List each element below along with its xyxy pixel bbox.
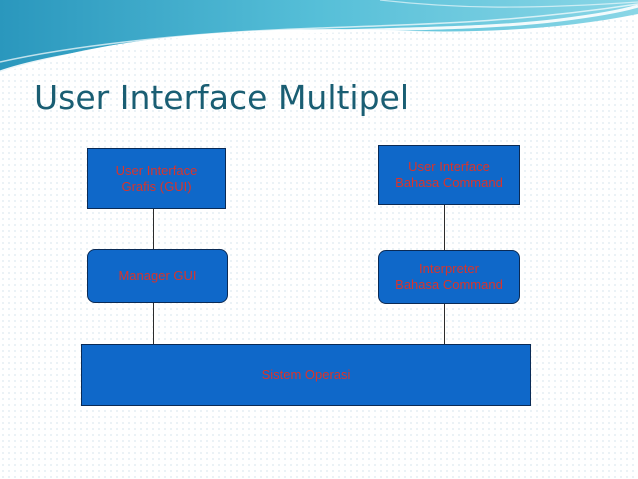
node-manager: Manager GUI	[87, 249, 228, 303]
node-interpreter: Interpreter Bahasa Command	[378, 250, 520, 304]
node-os-label: Sistem Operasi	[261, 367, 351, 382]
node-manager-label: Manager GUI	[118, 268, 197, 283]
connector-interpreter-os	[444, 303, 445, 344]
node-os: Sistem Operasi	[81, 344, 531, 406]
node-gui-label: User Interface Grafis (GUI)	[115, 162, 198, 194]
connector-manager-os	[153, 302, 154, 344]
node-command: User Interface Bahasa Command	[378, 145, 520, 205]
slide-title: User Interface Multipel	[34, 78, 410, 117]
connector-gui-manager	[153, 208, 154, 249]
node-gui: User Interface Grafis (GUI)	[87, 148, 226, 209]
node-interpreter-label: Interpreter Bahasa Command	[395, 261, 503, 292]
node-command-label: User Interface Bahasa Command	[395, 159, 503, 190]
connector-command-interpreter	[444, 204, 445, 250]
header-wave-decoration	[0, 0, 638, 74]
